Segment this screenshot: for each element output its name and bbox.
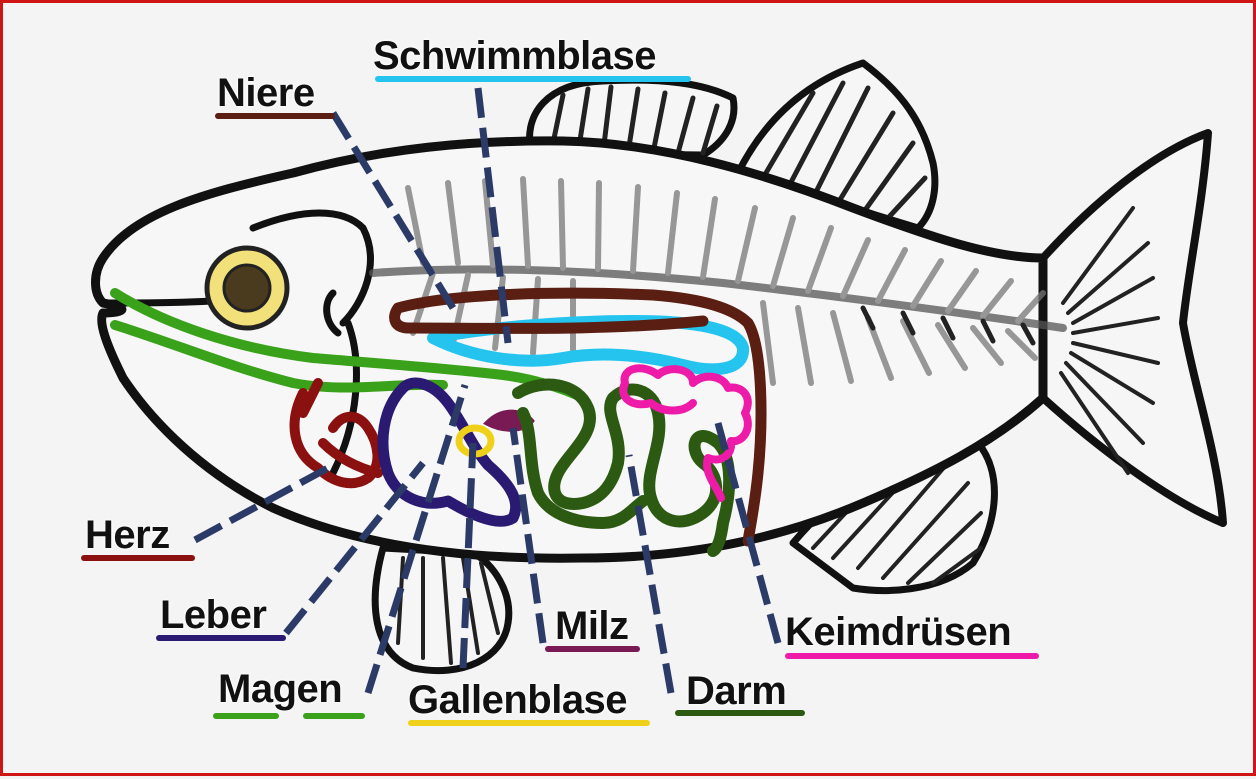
pointer-schwimmblase: [474, 87, 512, 344]
pointer-herz: [193, 464, 330, 544]
pointer-milz: [509, 427, 547, 644]
organ-niere: [389, 287, 767, 547]
underline-schwimmblase: [375, 76, 691, 82]
pointer-lines: [193, 87, 782, 695]
spine-vertebrae: [860, 305, 1036, 346]
organ-darm: [512, 378, 736, 557]
label-herz: Herz: [85, 513, 170, 557]
underline-magen-right: [303, 713, 365, 719]
fish-anatomy-diagram: [91, 59, 1227, 695]
label-leber: Leber: [160, 593, 267, 637]
underline-leber: [156, 635, 286, 641]
underline-herz: [81, 555, 195, 561]
label-schwimmblase: Schwimmblase: [373, 34, 657, 78]
dorsal-fin-rays-front: [548, 84, 720, 156]
pointer-magen: [364, 383, 469, 695]
underline-keimdruesen: [785, 653, 1039, 659]
underline-milz: [545, 646, 640, 652]
eye: [204, 245, 290, 331]
organ-herz: [289, 378, 383, 489]
skeleton: [369, 176, 1067, 386]
label-keimdruesen: Keimdrüsen: [785, 610, 1012, 654]
tail-fin: [1039, 129, 1227, 527]
underline-gallenblase: [408, 720, 650, 726]
underline-magen-left: [213, 713, 279, 719]
organ-leber: [377, 377, 522, 527]
pointer-darm: [625, 454, 675, 694]
pointer-leber: [283, 460, 426, 636]
label-magen: Magen: [218, 667, 343, 711]
label-darm: Darm: [686, 669, 787, 713]
dorsal-fin-rays-rear: [760, 80, 928, 221]
tail-fin-rays: [1059, 206, 1160, 475]
underline-niere: [215, 113, 335, 119]
label-gallenblase: Gallenblase: [408, 678, 628, 722]
underline-darm: [675, 710, 805, 716]
label-milz: Milz: [555, 604, 629, 648]
organ-keimdruesen: [619, 364, 752, 502]
pointer-gallenblase: [459, 442, 477, 669]
label-niere: Niere: [217, 71, 315, 115]
